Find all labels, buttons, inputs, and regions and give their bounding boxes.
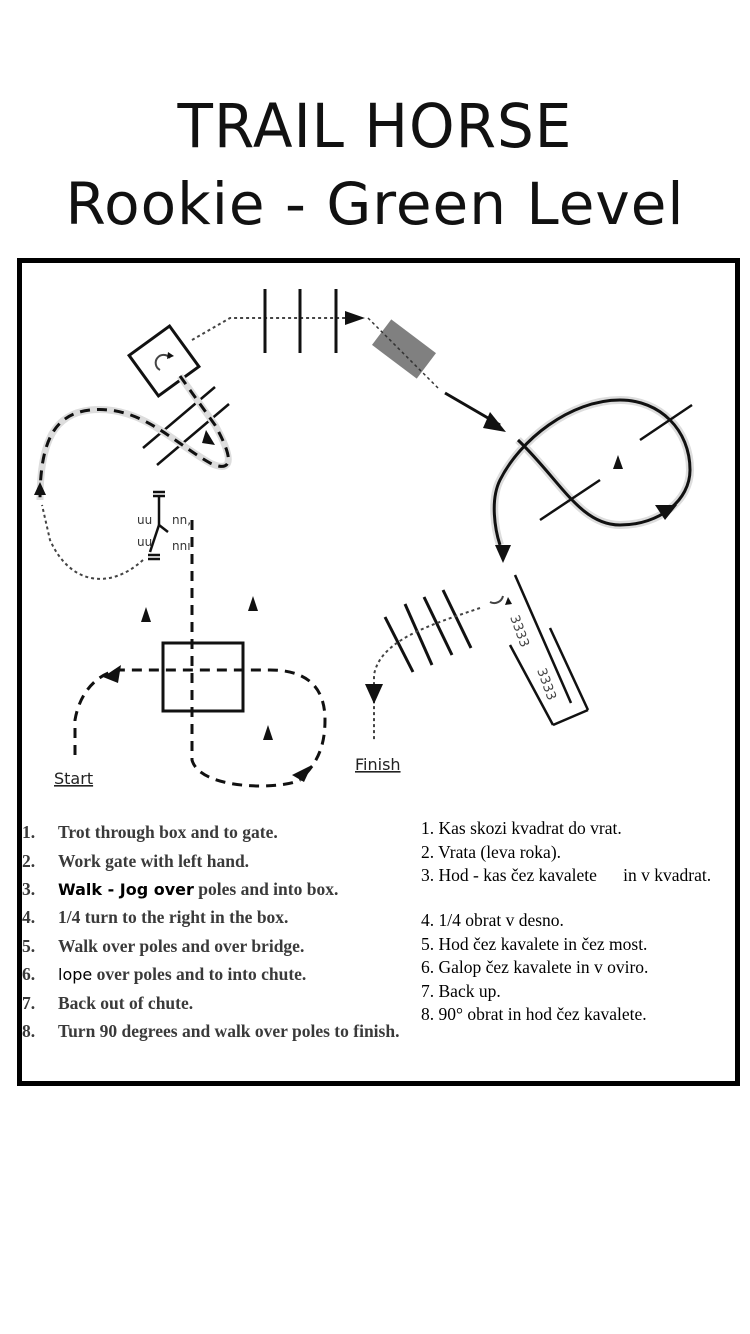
instruction-en-8: 8.Turn 90 degrees and walk over poles to… bbox=[22, 1021, 400, 1041]
path-shadow bbox=[36, 373, 232, 501]
instruction-en-5: 5.Walk over poles and over bridge. bbox=[22, 936, 305, 956]
cone-icon bbox=[263, 725, 273, 740]
title-line-2: Rookie - Green Level bbox=[65, 170, 685, 238]
path-shadow bbox=[490, 395, 695, 547]
course-path-2 bbox=[41, 504, 144, 580]
lope-poles bbox=[539, 403, 693, 522]
bridge bbox=[372, 319, 436, 379]
turn-arrow-icon bbox=[489, 595, 504, 605]
cone-icon bbox=[141, 607, 151, 622]
title-line-1: TRAIL HORSE bbox=[177, 90, 573, 162]
turn-box bbox=[126, 323, 202, 399]
instruction-en-7: 7.Back out of chute. bbox=[22, 993, 194, 1013]
cone-icon bbox=[202, 430, 215, 445]
course-path-3 bbox=[38, 375, 230, 501]
finish-label: Finish bbox=[355, 755, 401, 774]
instruction-en-3: 3.Walk - Jog over poles and into box. bbox=[22, 879, 339, 899]
start-label: Start bbox=[54, 769, 93, 788]
instruction-en-4: 4.1/4 turn to the right in the box. bbox=[22, 907, 289, 927]
course-path-8 bbox=[373, 607, 481, 740]
instruction-en-6: 6.lope over poles and to into chute. bbox=[22, 964, 307, 984]
arrow-head bbox=[495, 545, 511, 563]
svg-text:nn,: nn, bbox=[172, 513, 191, 527]
arrow-head bbox=[103, 665, 121, 683]
instruction-sl-7: 7. Back up. bbox=[421, 981, 501, 1001]
course-frame bbox=[17, 258, 740, 1086]
arrow-head bbox=[655, 505, 677, 520]
arrow-head bbox=[365, 684, 383, 704]
pole bbox=[639, 403, 693, 442]
instruction-sl-1: 1. Kas skozi kvadrat do vrat. bbox=[421, 818, 622, 838]
pole bbox=[142, 386, 216, 449]
instruction-sl-8: 8. 90° obrat in hod čez kavalete. bbox=[421, 1004, 647, 1024]
instruction-sl-4: 4. 1/4 obrat v desno. bbox=[421, 910, 564, 930]
pole bbox=[403, 603, 434, 666]
arrow-head bbox=[292, 765, 312, 782]
arrow-head bbox=[483, 412, 506, 432]
instruction-en-1: 1.Trot through box and to gate. bbox=[22, 822, 278, 842]
start-box bbox=[161, 641, 245, 713]
svg-text:nnı: nnı bbox=[172, 539, 191, 553]
finish-poles bbox=[383, 589, 473, 673]
cone-icon bbox=[248, 596, 258, 611]
walk-jog-poles bbox=[142, 386, 230, 466]
instruction-en-2: 2.Work gate with left hand. bbox=[22, 851, 250, 871]
svg-text:3333: 3333 bbox=[506, 613, 531, 649]
arrow-head bbox=[345, 311, 365, 325]
instruction-sl-6: 6. Galop čez kavalete in v oviro. bbox=[421, 957, 649, 977]
pole bbox=[422, 596, 454, 656]
course-path-1 bbox=[73, 668, 327, 782]
gate bbox=[148, 490, 169, 561]
cone-icon bbox=[613, 455, 623, 469]
walk-poles bbox=[263, 289, 338, 353]
chute bbox=[508, 574, 590, 727]
pole bbox=[441, 589, 473, 649]
instruction-sl-5: 5. Hod čez kavalete in čez most. bbox=[421, 934, 648, 954]
instruction-sl-2: 2. Vrata (leva roka). bbox=[421, 842, 562, 862]
pole bbox=[539, 478, 601, 522]
gate-label: uu bbox=[137, 513, 152, 527]
instruction-sl-3: 3. Hod - kas čez kavalete in v kvadrat. bbox=[421, 865, 712, 885]
arrow-head bbox=[34, 482, 46, 495]
course-path-6 bbox=[492, 398, 692, 546]
pole bbox=[383, 616, 415, 673]
svg-text:uu: uu bbox=[137, 535, 152, 549]
course-path-1b bbox=[190, 520, 301, 788]
course-path-4 bbox=[191, 317, 345, 341]
pole bbox=[156, 403, 230, 466]
